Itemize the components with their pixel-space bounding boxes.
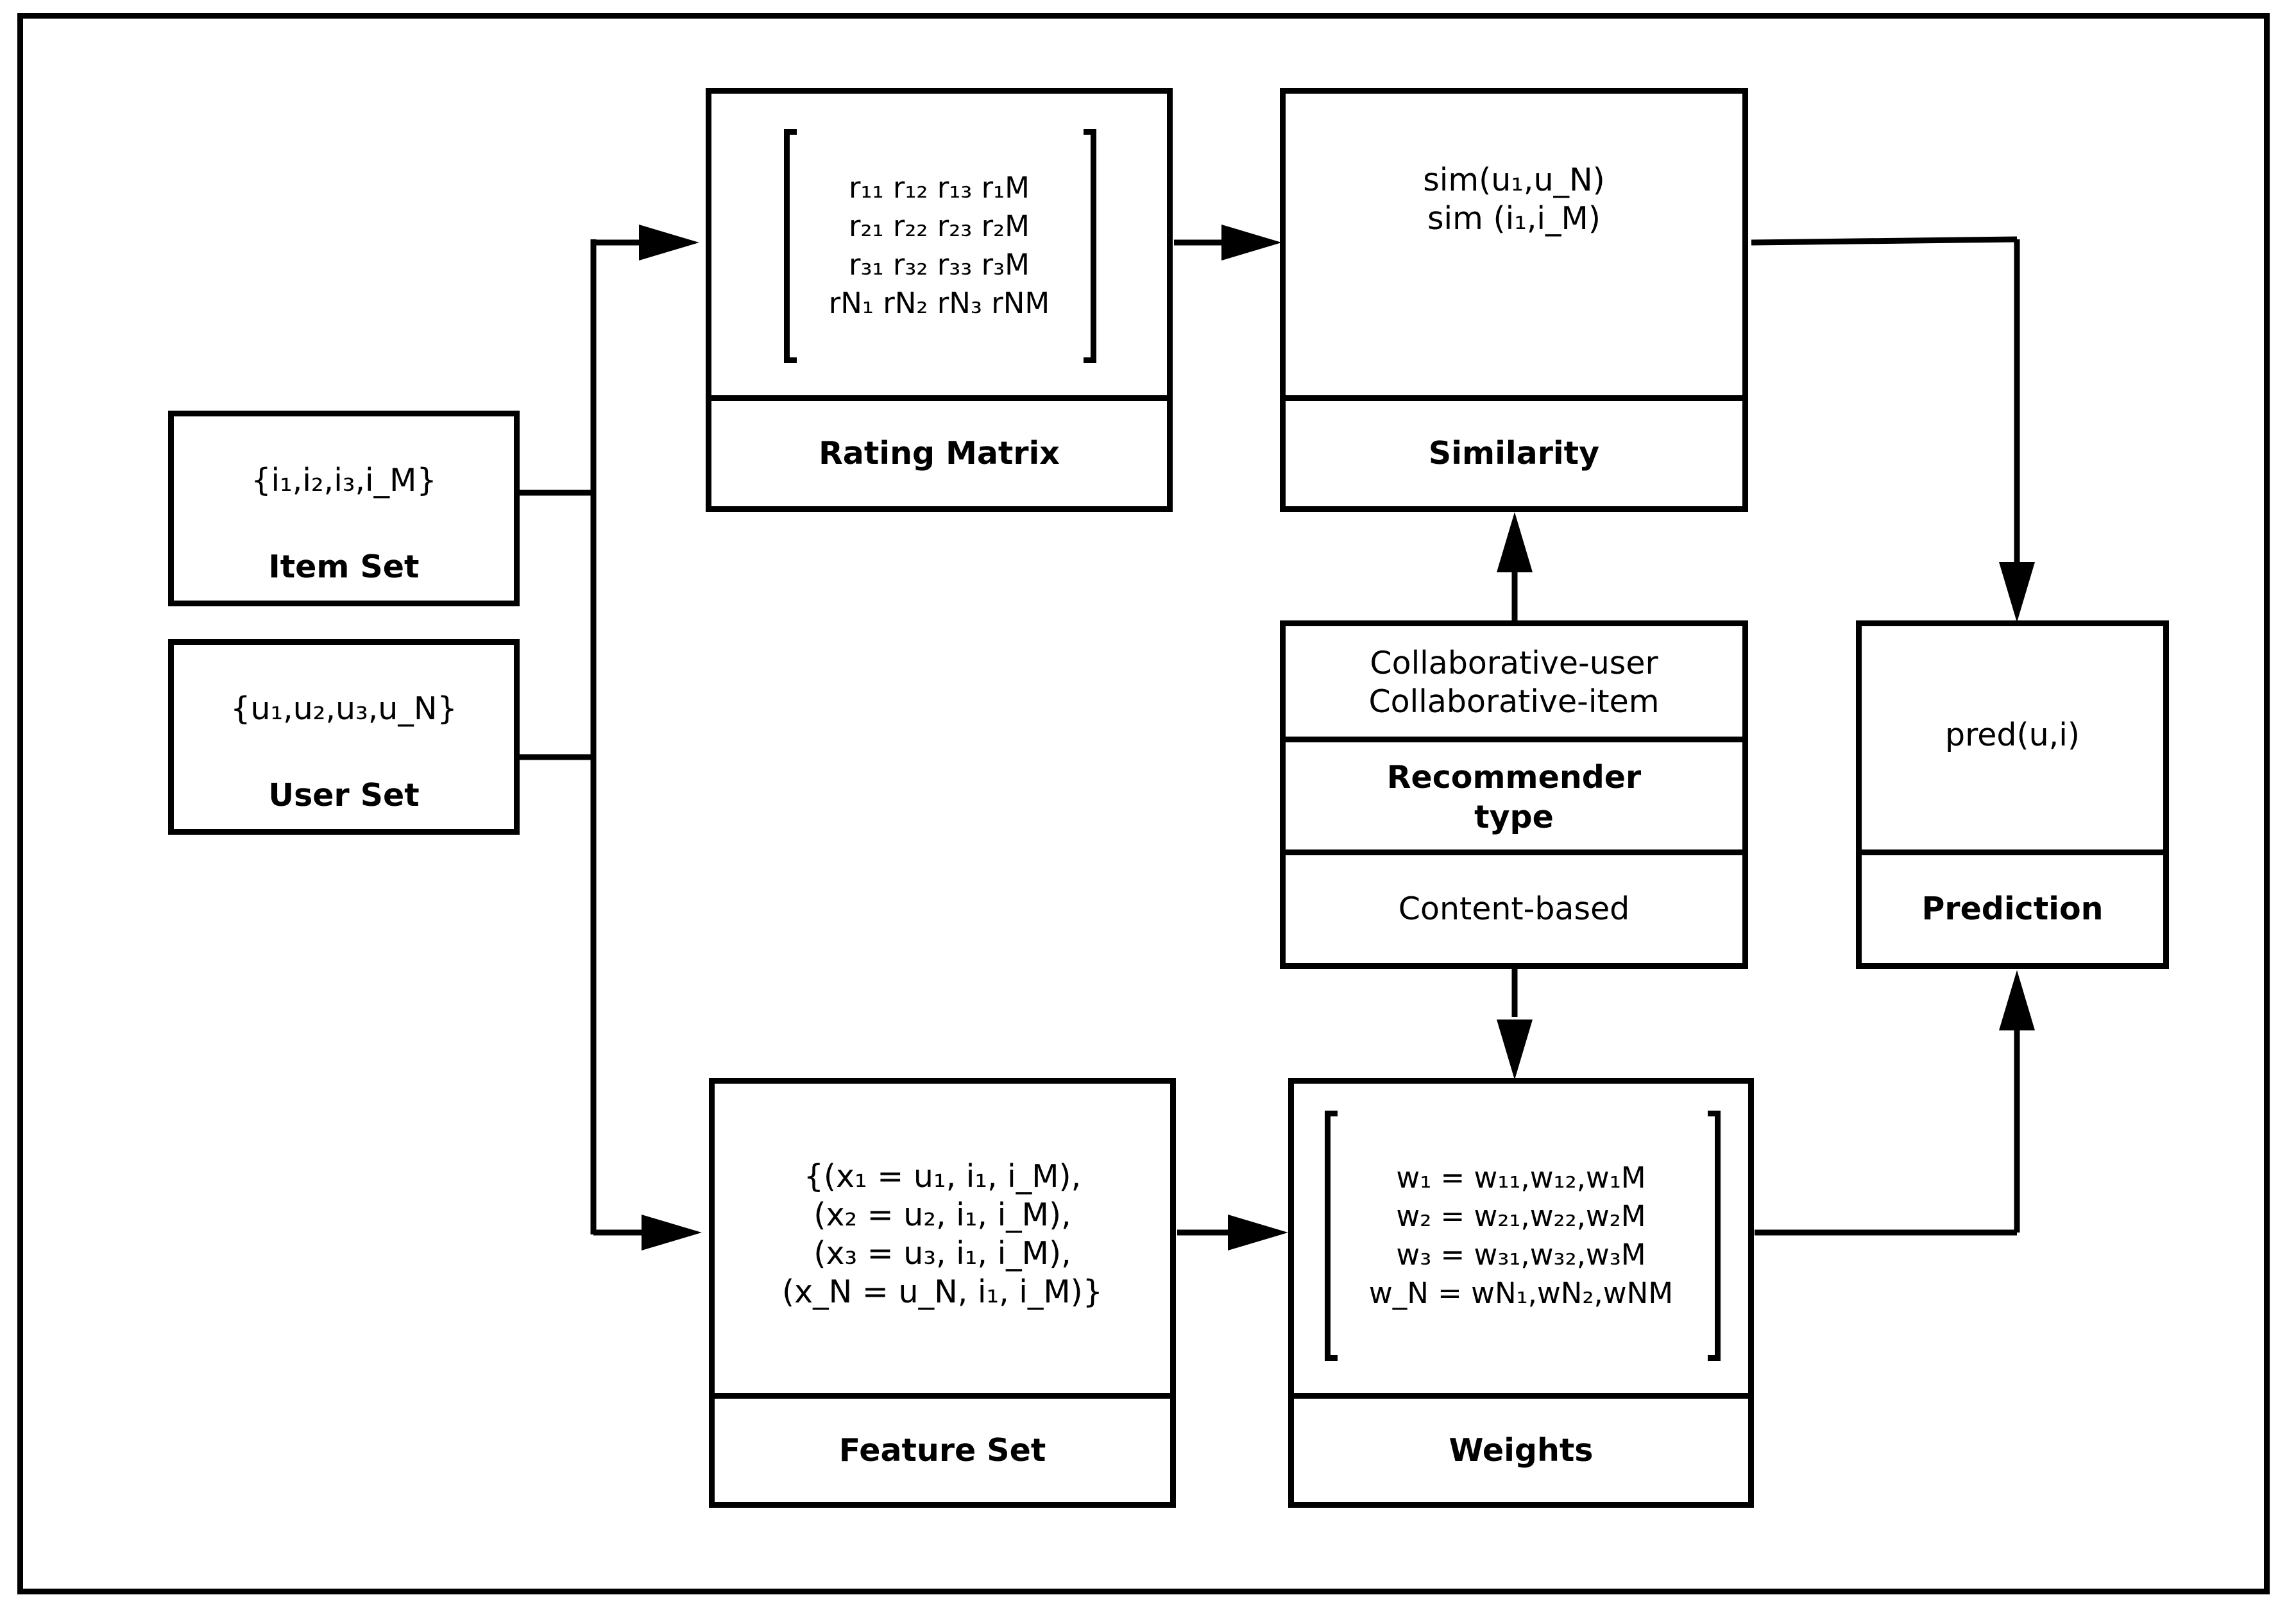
prediction-box: pred(u,i) Prediction — [1856, 620, 2169, 969]
arrow-head-prediction-bottom — [1999, 970, 2035, 1030]
user-set-label: User Set — [268, 777, 420, 814]
weight-line: w₃ = w₃₁,w₃₂,w₃M — [1396, 1238, 1646, 1272]
item-set-box: {i₁,i₂,i₃,i_M} Item Set — [168, 411, 520, 606]
matrix-row: rN₁ rN₂ rN₃ rNM — [828, 286, 1050, 320]
feature-set-label: Feature Set — [838, 1431, 1046, 1469]
prediction-label: Prediction — [1921, 891, 2104, 927]
matrix-right-bracket — [1084, 129, 1096, 363]
weight-line: w₁ = w₁₁,w₁₂,w₁M — [1396, 1161, 1646, 1195]
similarity-to-prediction-h — [1751, 236, 2018, 246]
arrow-head-prediction-top — [1999, 562, 2035, 622]
arrow-head-rating-matrix — [639, 225, 699, 260]
item-set-label: Item Set — [268, 549, 420, 585]
weight-line: w_N = wN₁,wN₂,wNM — [1368, 1276, 1674, 1310]
feature-line: (x_N = u_N, i₁, i_M)} — [782, 1274, 1103, 1310]
user-set-box: {u₁,u₂,u₃,u_N} User Set — [168, 639, 520, 835]
feature-line: {(x₁ = u₁, i₁, i_M), — [803, 1158, 1082, 1195]
matrix-row: r₁₁ r₁₂ r₁₃ r₁M — [848, 171, 1030, 205]
similarity-user-line: sim(u₁,u_N) — [1423, 162, 1605, 198]
weight-line: w₂ = w₂₁,w₂₂,w₂M — [1396, 1199, 1646, 1233]
collaborative-user-label: Collaborative-user — [1370, 645, 1658, 681]
matrix-left-bracket — [784, 129, 797, 363]
prediction-value: pred(u,i) — [1945, 717, 2080, 753]
weights-box: w₁ = w₁₁,w₁₂,w₁M w₂ = w₂₁,w₂₂,w₂M w₃ = w… — [1288, 1078, 1754, 1508]
collaborative-item-label: Collaborative-item — [1368, 683, 1660, 720]
rating-matrix-box: r₁₁ r₁₂ r₁₃ r₁M r₂₁ r₂₂ r₂₃ r₂M r₃₁ r₃₂ … — [706, 88, 1173, 512]
arrow-head-weights — [1228, 1215, 1288, 1250]
similarity-label: Similarity — [1428, 435, 1600, 472]
arrow-head-similarity — [1221, 225, 1282, 260]
arrow-head-to-similarity — [1497, 512, 1533, 572]
feature-set-box: {(x₁ = u₁, i₁, i_M), (x₂ = u₂, i₁, i_M),… — [709, 1078, 1176, 1508]
weights-right-bracket — [1708, 1111, 1721, 1361]
feature-line: (x₂ = u₂, i₁, i_M), — [813, 1197, 1071, 1233]
rating-matrix-label: Rating Matrix — [819, 435, 1060, 472]
item-set-value: {i₁,i₂,i₃,i_M} — [251, 462, 437, 499]
arrow-head-feature-set — [642, 1215, 702, 1250]
weights-left-bracket — [1325, 1111, 1338, 1361]
matrix-row: r₃₁ r₃₂ r₃₃ r₃M — [848, 248, 1030, 282]
arrow-head-to-weights — [1497, 1020, 1533, 1080]
matrix-row: r₂₁ r₂₂ r₂₃ r₂M — [848, 209, 1030, 243]
recommender-type-label: Recommender type — [1386, 758, 1642, 835]
recommender-type-box: Collaborative-user Collaborative-item Re… — [1280, 620, 1748, 969]
similarity-item-line: sim (i₁,i_M) — [1427, 200, 1601, 237]
content-based-label: Content-based — [1398, 891, 1630, 927]
weights-label: Weights — [1449, 1431, 1594, 1469]
feature-line: (x₃ = u₃, i₁, i_M), — [813, 1235, 1071, 1272]
similarity-box: sim(u₁,u_N) sim (i₁,i_M) Similarity — [1280, 88, 1748, 512]
user-set-value: {u₁,u₂,u₃,u_N} — [230, 690, 457, 727]
diagram-frame — [17, 13, 2270, 1594]
